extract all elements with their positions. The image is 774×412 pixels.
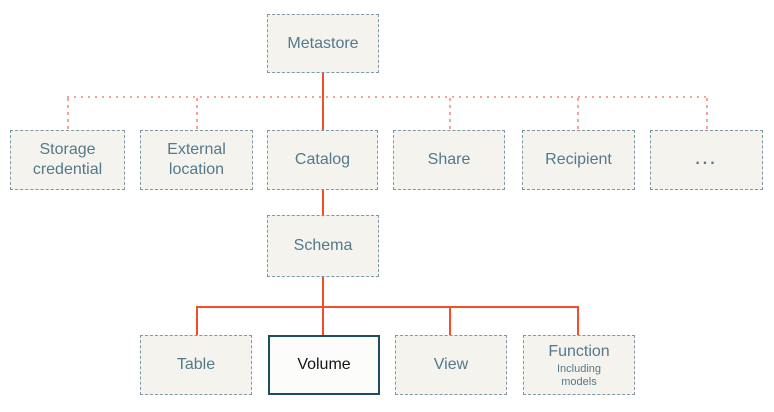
node-table-label: Table — [176, 356, 216, 373]
connector-storage-credential-drop — [67, 98, 69, 130]
connector-external-location-drop — [196, 98, 198, 130]
node-function: Function Including models — [523, 335, 635, 395]
node-external-location: External location — [140, 130, 253, 190]
node-view-label: View — [433, 356, 469, 373]
connector-view-drop — [449, 308, 451, 335]
node-function-label: Function — [548, 342, 610, 360]
node-catalog: Catalog — [267, 130, 378, 190]
connector-function-drop — [577, 308, 579, 335]
node-table: Table — [140, 335, 252, 395]
node-ellipsis-label: ... — [695, 151, 718, 168]
node-schema: Schema — [267, 215, 379, 277]
node-volume-label: Volume — [297, 356, 351, 373]
node-view: View — [395, 335, 507, 395]
node-ellipsis: ... — [650, 130, 763, 190]
connector-metastore-down — [322, 73, 324, 130]
connector-level4-horizontal — [196, 306, 579, 308]
node-storage-credential-label: Storage credential — [32, 141, 103, 178]
node-recipient: Recipient — [522, 130, 635, 190]
connector-share-drop — [449, 98, 451, 130]
connector-recipient-drop — [577, 98, 579, 130]
node-share: Share — [393, 130, 505, 190]
node-volume: Volume — [268, 335, 380, 395]
node-share-label: Share — [427, 151, 471, 168]
node-storage-credential: Storage credential — [10, 130, 125, 190]
connector-ellipsis-drop — [706, 98, 708, 130]
node-recipient-label: Recipient — [545, 151, 612, 168]
connector-level2-horizontal — [67, 96, 708, 98]
node-function-sublabel: Including models — [556, 362, 602, 388]
node-external-location-label: External location — [167, 141, 226, 178]
node-metastore-label: Metastore — [287, 34, 359, 52]
connector-catalog-schema — [322, 190, 324, 215]
connector-table-drop — [196, 308, 198, 335]
node-schema-label: Schema — [293, 237, 353, 254]
node-catalog-label: Catalog — [294, 151, 351, 168]
node-metastore: Metastore — [267, 14, 379, 73]
